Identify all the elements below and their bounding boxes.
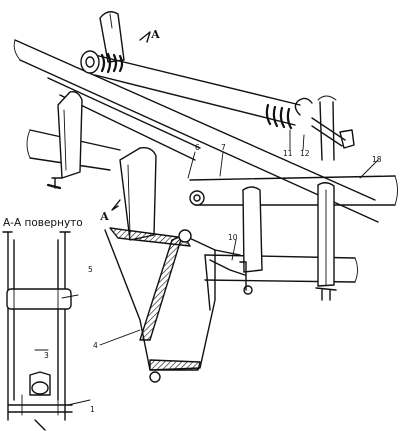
section-mark-bottom: А	[100, 210, 109, 223]
clamp-mid	[119, 146, 157, 241]
spring-tie-rod	[85, 54, 320, 126]
callout-18: 18	[372, 155, 382, 164]
callout-6: 6	[195, 143, 200, 152]
leader-lines	[61, 129, 379, 406]
callout-7: 7	[221, 143, 226, 152]
pivot-bolt	[189, 190, 205, 206]
callout-1: 1	[90, 405, 95, 414]
clamp-right	[242, 182, 337, 301]
callout-3: 3	[44, 351, 49, 360]
callout-4: 4	[93, 341, 98, 350]
callout-10: 10	[228, 233, 238, 242]
right-horizontal-member	[185, 175, 405, 206]
clamp-left	[46, 90, 83, 190]
callout-5: 5	[88, 265, 93, 274]
section-mark-top: А	[151, 28, 160, 41]
upper-left-spring	[80, 11, 125, 74]
section-cut-marks: А А	[100, 28, 160, 223]
callout-12: 12	[300, 149, 310, 158]
section-view-title: А-А повернуто	[3, 217, 83, 229]
section-view	[2, 231, 73, 431]
callout-11: 11	[283, 149, 293, 158]
central-bracket	[104, 227, 253, 383]
upper-right-spring	[265, 95, 355, 161]
